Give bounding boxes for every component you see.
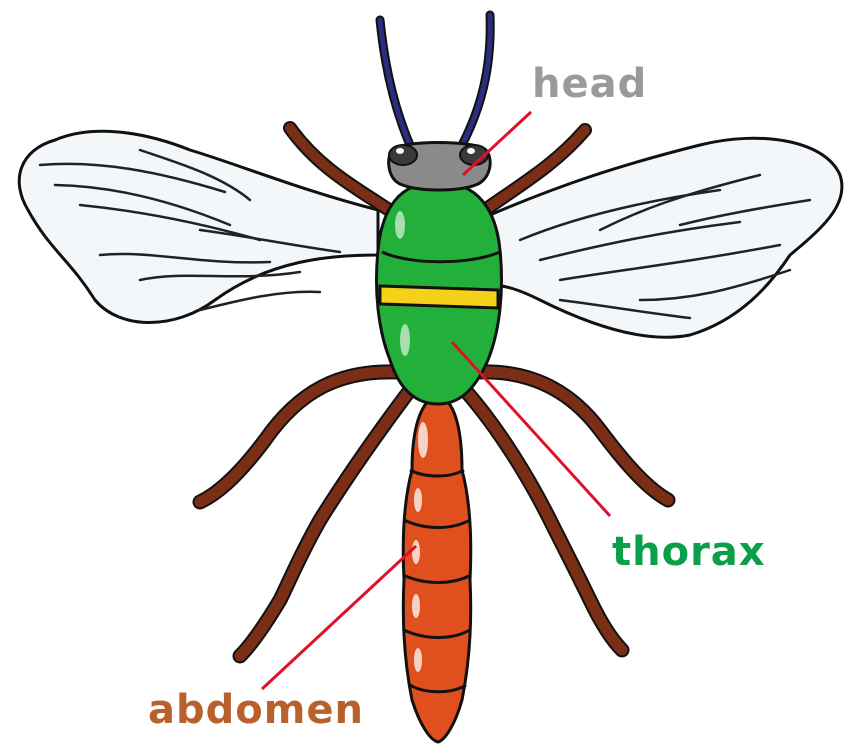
abdomen-leader-line: [262, 546, 416, 689]
left-eye: [389, 145, 417, 165]
thorax: [377, 182, 502, 404]
abdomen-body: [403, 395, 470, 742]
thorax-band: [380, 286, 498, 308]
head-label: head: [532, 64, 647, 104]
abdomen: [403, 395, 471, 742]
abdomen-label: abdomen: [148, 690, 364, 730]
head: [389, 143, 490, 191]
thorax-label: thorax: [612, 532, 766, 572]
antennae: [380, 15, 490, 145]
